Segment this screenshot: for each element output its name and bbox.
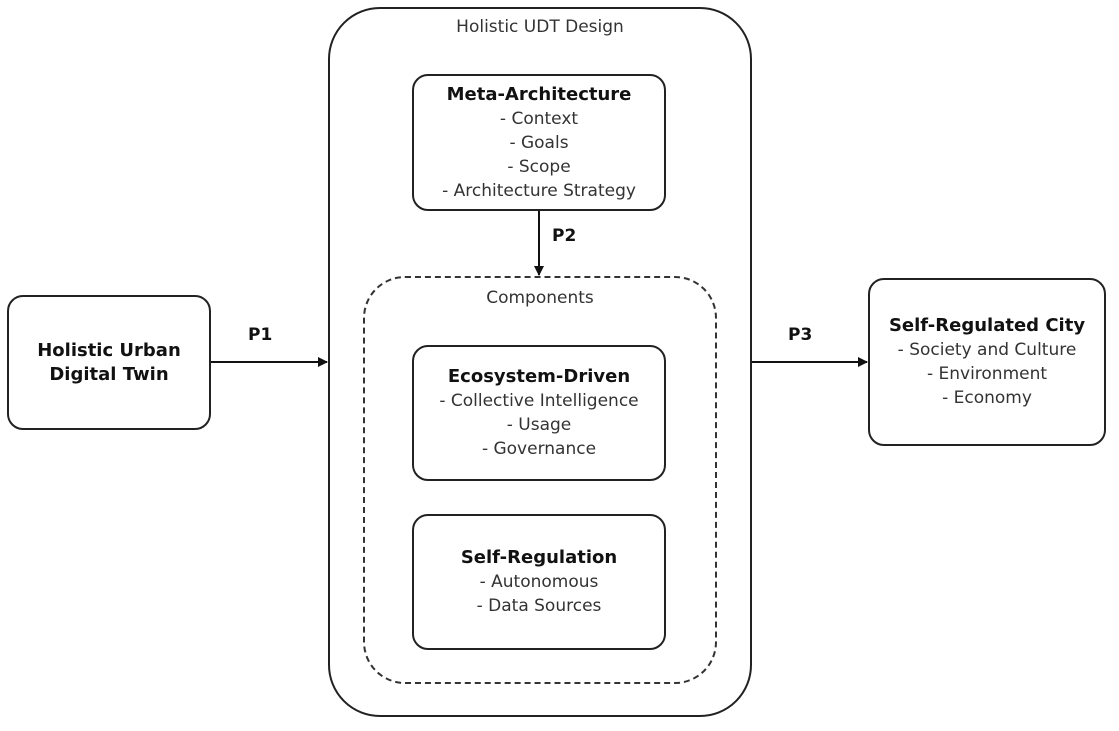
ecosystem-driven-item: - Collective Intelligence [439, 391, 639, 411]
ecosystem-driven-item: - Governance [481, 439, 597, 459]
components-label: Components [486, 288, 594, 308]
self-regulated-city-item: - Economy [942, 388, 1032, 408]
edge-label-p3: P3 [788, 325, 813, 345]
self-regulated-city-title: Self-Regulated City [888, 315, 1086, 336]
meta-architecture-item: - Architecture Strategy [442, 180, 636, 201]
ecosystem-driven-node: Ecosystem-Driven - Collective Intelligen… [412, 345, 666, 481]
self-regulation-item: - Data Sources [476, 596, 602, 616]
components-container [363, 276, 717, 684]
ecosystem-driven-item: - Usage [506, 415, 572, 435]
self-regulated-city-item: - Society and Culture [897, 340, 1077, 360]
edge-label-p2: P2 [552, 226, 577, 246]
self-regulated-city-item: - Environment [926, 364, 1048, 384]
self-regulated-city-node: Self-Regulated City - Society and Cultur… [868, 278, 1106, 446]
meta-architecture-item: - Goals [509, 132, 569, 153]
holistic-urban-digital-twin-title-line2: Digital Twin [49, 363, 169, 385]
holistic-urban-digital-twin-title-line1: Holistic Urban [37, 339, 181, 361]
self-regulation-item: - Autonomous [479, 572, 599, 592]
meta-architecture-item: - Context [499, 108, 579, 129]
holistic-udt-design-label: Holistic UDT Design [456, 17, 624, 37]
meta-architecture-title: Meta-Architecture [446, 83, 632, 105]
self-regulation-title: Self-Regulation [460, 547, 618, 568]
self-regulation-node: Self-Regulation - Autonomous - Data Sour… [412, 514, 666, 650]
meta-architecture-node: Meta-Architecture - Context - Goals - Sc… [412, 74, 666, 211]
edge-label-p1: P1 [248, 325, 273, 345]
ecosystem-driven-title: Ecosystem-Driven [447, 366, 631, 387]
holistic-urban-digital-twin-node: Holistic Urban Digital Twin [7, 295, 211, 430]
meta-architecture-item: - Scope [507, 156, 571, 177]
